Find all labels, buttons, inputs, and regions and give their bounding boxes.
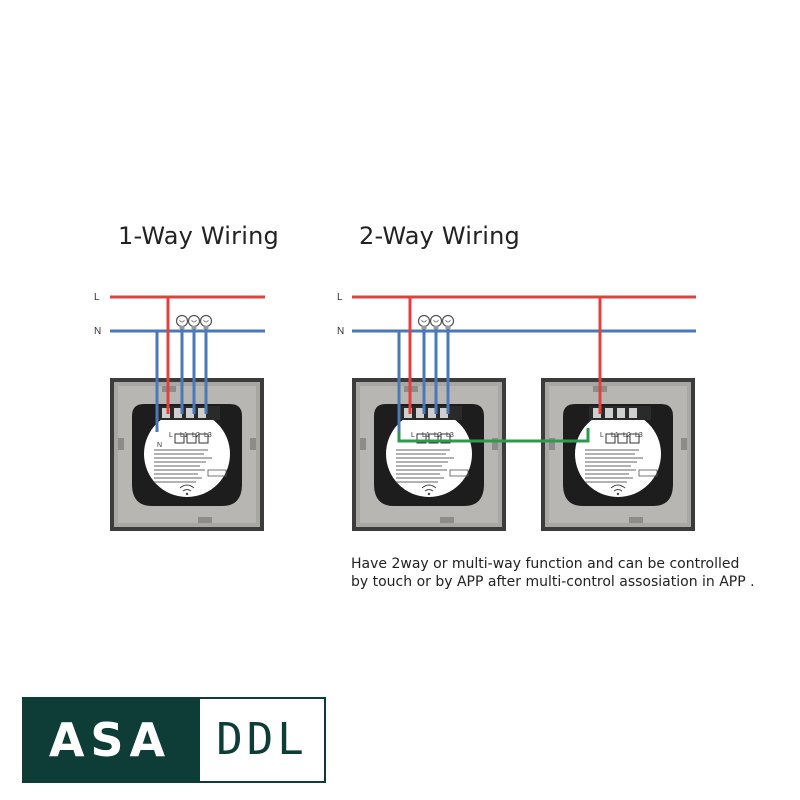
- switch-module-icon: [351, 377, 507, 532]
- two-way-section: L N L L1 L2 L3 L L1 L2 L3: [337, 292, 696, 532]
- terminal-l2-label: L2: [623, 432, 631, 439]
- traveler-wire: [397, 428, 590, 443]
- terminal-l1-label: L1: [611, 432, 619, 439]
- terminal-l-label: L: [169, 432, 173, 439]
- light-bulb-icon: [175, 314, 189, 330]
- terminal-n-label: N: [157, 442, 162, 449]
- terminal-l-label: L: [411, 432, 415, 439]
- terminal-l2-label: L2: [192, 432, 200, 439]
- terminal-l3-label: L3: [635, 432, 643, 439]
- terminal-l1-label: L1: [422, 432, 430, 439]
- logo-right-panel: DDL: [198, 697, 326, 783]
- logo-left-panel: ASA: [22, 697, 198, 783]
- description-caption: Have 2way or multi-way function and can …: [351, 555, 755, 591]
- logo-left-text: ASA: [48, 713, 172, 767]
- title-two-way: 2-Way Wiring: [359, 222, 520, 250]
- two-way-live-label: L: [337, 292, 343, 303]
- terminal-l3-label: L3: [204, 432, 212, 439]
- two-way-neutral-label: N: [337, 326, 344, 337]
- light-bulb-icon: [187, 314, 201, 330]
- terminal-l3-label: L3: [446, 432, 454, 439]
- terminal-l1-label: L1: [180, 432, 188, 439]
- light-bulb-icon: [199, 314, 213, 330]
- terminal-l2-label: L2: [434, 432, 442, 439]
- switch-module-icon: [109, 377, 265, 532]
- switch-module-icon: [540, 377, 696, 532]
- brand-logo: ASA DDL: [22, 697, 326, 783]
- caption-line-1: Have 2way or multi-way function and can …: [351, 556, 740, 572]
- terminal-l-label: L: [600, 432, 604, 439]
- light-bulb-icon: [417, 314, 431, 330]
- one-way-neutral-label: N: [94, 326, 101, 337]
- one-way-section: L N L L1 L2 L3 N: [94, 292, 265, 532]
- logo-right-text: DDL: [216, 714, 308, 765]
- title-one-way: 1-Way Wiring: [118, 222, 279, 250]
- light-bulb-icon: [429, 314, 443, 330]
- caption-line-2: by touch or by APP after multi-control a…: [351, 574, 755, 590]
- one-way-live-label: L: [94, 292, 100, 303]
- light-bulb-icon: [441, 314, 455, 330]
